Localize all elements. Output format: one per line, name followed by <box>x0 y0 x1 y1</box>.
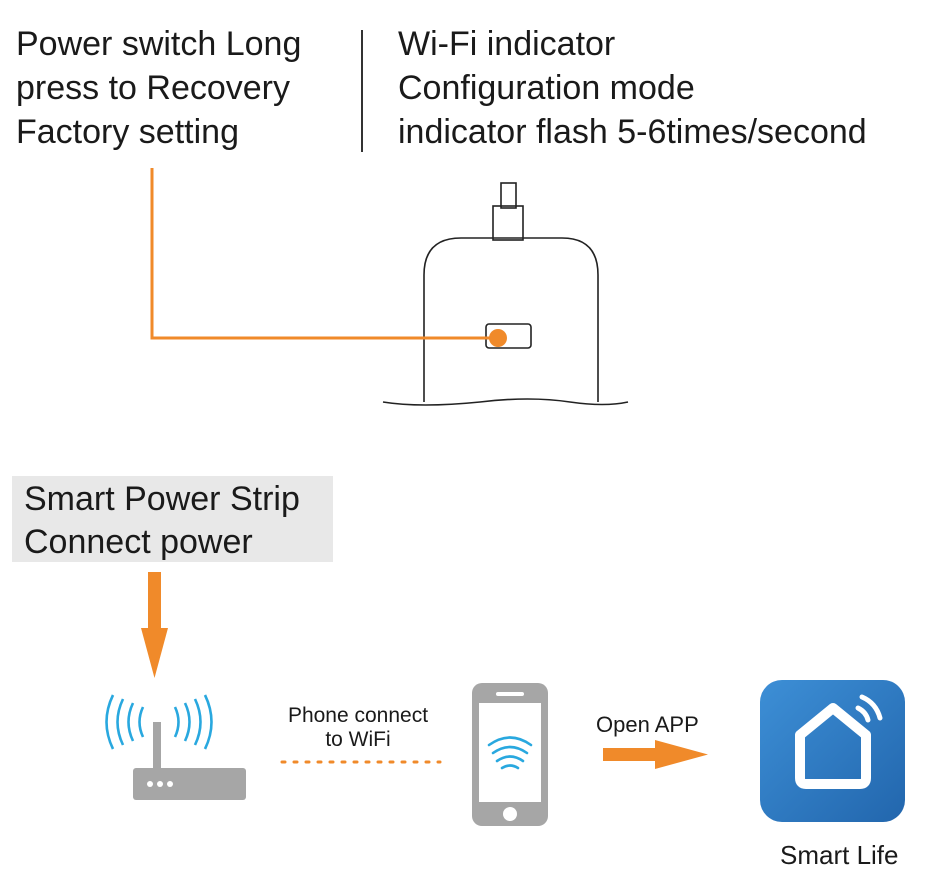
wifi-indicator-note-line: Wi-Fi indicator <box>398 25 616 63</box>
device-cut-line <box>382 398 629 406</box>
open-app-label: Open APP <box>596 712 699 737</box>
connect-power-box <box>12 476 333 562</box>
phone-connect-caption: Phone connect to WiFi <box>268 704 448 752</box>
arrow-right-icon <box>603 740 708 769</box>
power-switch-note-line: Power switch Long <box>16 25 302 63</box>
smart-life-app-icon[interactable] <box>760 680 905 822</box>
connect-power-label: Smart Power Strip Connect power <box>24 478 300 564</box>
power-switch-note: Power switch Long press to Recovery Fact… <box>16 22 301 154</box>
router-icon <box>105 694 246 800</box>
power-switch-button <box>485 323 532 349</box>
power-switch-note-line: press to Recovery <box>16 69 290 107</box>
phone-connect-line: to WiFi <box>325 728 391 751</box>
wifi-indicator-dot <box>489 329 507 347</box>
connect-power-line: Connect power <box>24 523 253 561</box>
smartphone-icon <box>472 683 548 826</box>
power-switch-note-line: Factory setting <box>16 113 239 151</box>
connect-power-line: Smart Power Strip <box>24 480 300 518</box>
wifi-indicator-note-line: Configuration mode <box>398 69 695 107</box>
wifi-icon <box>487 736 533 770</box>
app-signal-waves <box>855 694 883 723</box>
arrow-down-icon <box>141 572 168 678</box>
app-name-label: Smart Life <box>780 840 899 870</box>
switch-leader-line <box>150 168 490 340</box>
device-plug-tip <box>500 182 517 209</box>
device-body-outline <box>423 237 599 402</box>
wifi-indicator-note-line: indicator flash 5-6times/second <box>398 113 867 151</box>
power-strip-device <box>382 182 629 406</box>
device-plug-neck <box>492 205 524 241</box>
router-wifi-waves <box>105 694 213 750</box>
wifi-indicator-note: Wi-Fi indicator Configuration mode indic… <box>398 22 867 154</box>
phone-connect-line: Phone connect <box>287 704 429 727</box>
